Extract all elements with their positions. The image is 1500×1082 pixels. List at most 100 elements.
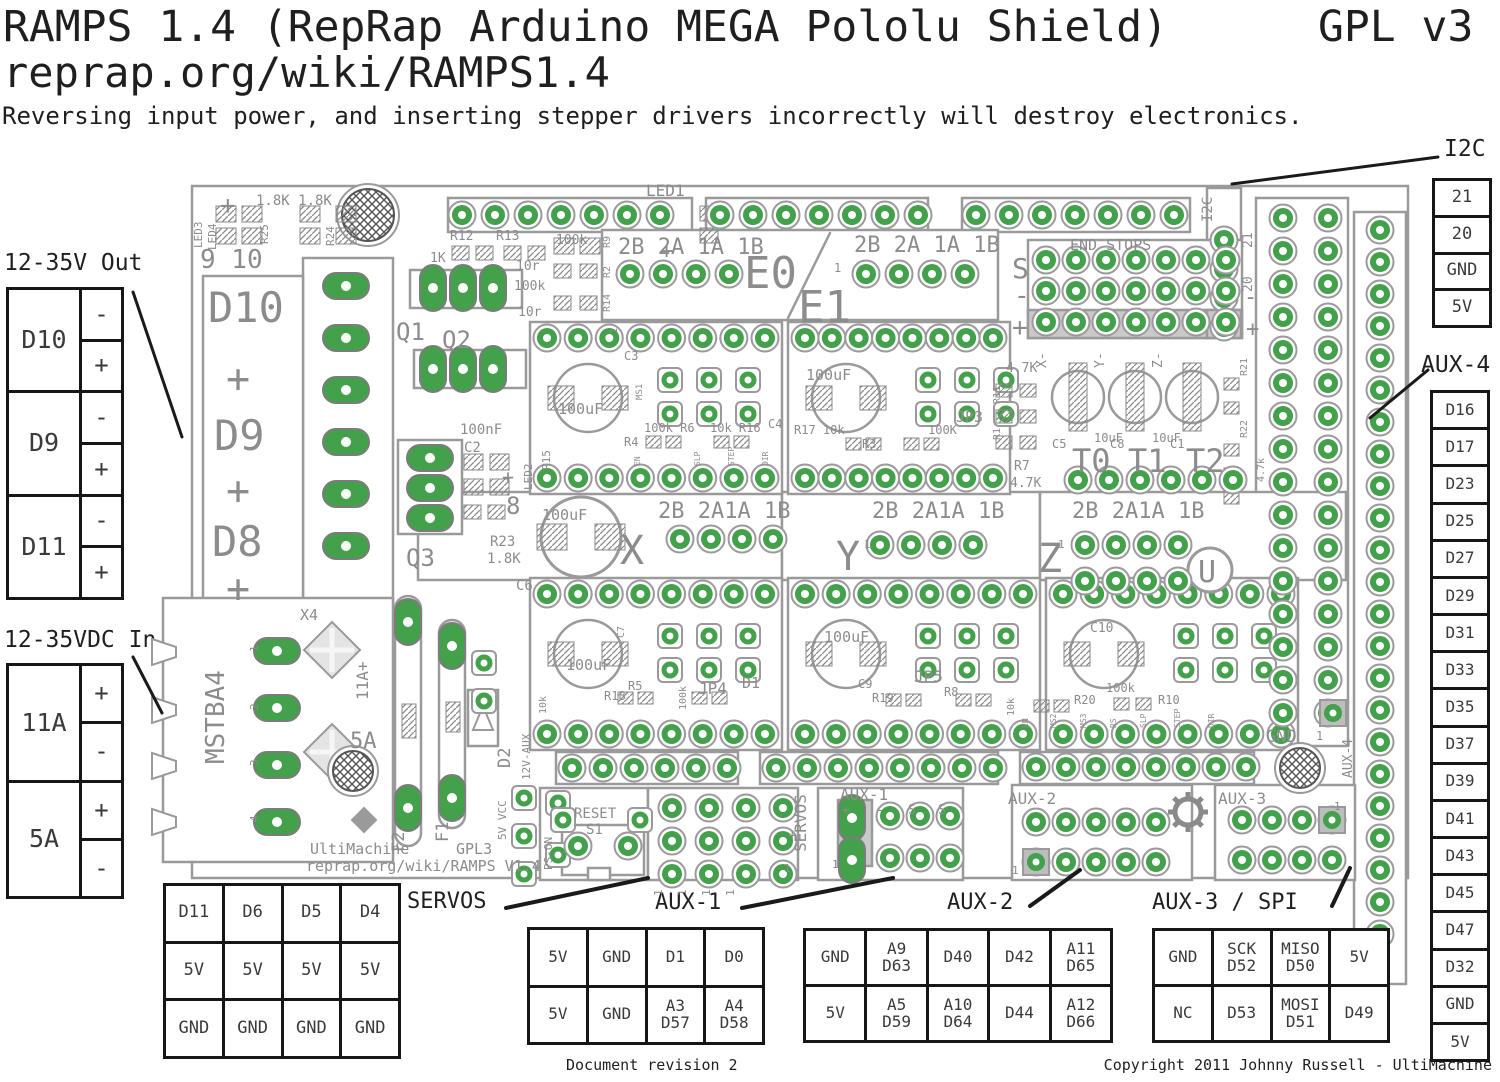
- pcb-pad: [925, 730, 934, 738]
- pcb-pad: [916, 812, 924, 820]
- pcb-pad: [1143, 541, 1151, 549]
- pcb-pad: [447, 641, 457, 651]
- silkscreen-label: R24: [324, 226, 337, 246]
- silkscreen-label: E1: [798, 282, 851, 333]
- pcb-pad: [458, 211, 466, 219]
- silkscreen-label: R14: [602, 294, 613, 312]
- silkscreen-label: 1: [1334, 800, 1341, 813]
- smd-component: [1053, 699, 1070, 713]
- silkscreen-label: 100k: [678, 686, 689, 710]
- silkscreen-label: 100K: [928, 423, 958, 437]
- silkscreen-label: 20: [1241, 276, 1256, 292]
- silkscreen-label: Y: [836, 534, 860, 580]
- silkscreen-label: 1.8K 1.8K: [256, 193, 332, 209]
- silkscreen-label: DIR: [1207, 713, 1216, 728]
- aux4-table: D16 D17 D23 D25 D27 D29 D31 D33 D35 D37 …: [1430, 390, 1490, 1062]
- pcb-pad: [847, 855, 857, 865]
- pin-cell: A4 D58: [706, 987, 762, 1042]
- pcb-pad: [779, 804, 787, 812]
- pin-cell: D6: [224, 886, 281, 941]
- pcb-pad: [863, 730, 872, 738]
- pin-cell: D44: [990, 987, 1049, 1040]
- silkscreen-label: Z: [1038, 536, 1062, 582]
- pointer-line: [504, 876, 650, 910]
- power-in-label: 12-35VDC In: [4, 627, 157, 653]
- aux4-label: AUX-4: [1421, 352, 1491, 378]
- pcb-pad: [447, 793, 457, 803]
- pcb-pad: [543, 334, 551, 342]
- pcb-pad: [1324, 511, 1332, 519]
- pcb-pad: [1376, 354, 1384, 362]
- silkscreen-label: 10uF: [1094, 431, 1123, 445]
- pin-cell: +: [82, 445, 121, 494]
- pcb-pad: [963, 666, 971, 674]
- silkscreen-label: EN: [1021, 718, 1030, 728]
- pin-cell: 5V: [283, 943, 340, 999]
- silkscreen-label: R7: [1014, 459, 1030, 474]
- smd-component: [451, 245, 470, 261]
- smd-component: [503, 245, 522, 261]
- pcb-pad: [605, 590, 614, 598]
- smd-component: [995, 383, 1013, 398]
- pcb-pad: [1152, 858, 1160, 866]
- silkscreen-label: 1: [609, 328, 620, 334]
- silkscreen-label: DIR: [761, 451, 770, 466]
- smd-component: [1182, 362, 1202, 432]
- pcb-pad: [956, 730, 965, 738]
- pcb-pad: [520, 832, 528, 840]
- silkscreen-label: X4: [300, 606, 318, 624]
- pin-cell: A5 D59: [867, 987, 926, 1040]
- revision-text: Document revision 2: [566, 1056, 738, 1074]
- silkscreen-label: MS1: [635, 384, 645, 400]
- pcb-pad: [698, 334, 707, 342]
- aux3-table: GND SCK D52 MISO D50 5V NC D53 MOSI D51 …: [1152, 928, 1390, 1043]
- pin-cell: D29: [1433, 578, 1487, 613]
- pcb-pad: [1328, 816, 1336, 824]
- power-out-table: D10 - + D9 - + D11 - +: [6, 287, 124, 600]
- pcb-pad: [656, 211, 664, 219]
- smd-component: [299, 205, 321, 223]
- pcb-pad: [1090, 730, 1099, 738]
- diode-symbol: [471, 703, 495, 731]
- silkscreen-label: 10uF: [1152, 431, 1181, 445]
- silkscreen-label: 1.8K: [487, 551, 521, 567]
- pcb-pad: [1102, 318, 1110, 326]
- smd-component: [637, 691, 654, 705]
- pcb-pad: [403, 803, 413, 813]
- pin-cell: +: [82, 666, 121, 722]
- pcb-pad: [1102, 287, 1110, 295]
- silkscreen-label: 1: [700, 889, 713, 896]
- pcb-pad: [1222, 256, 1230, 264]
- pcb-pad: [1174, 577, 1182, 585]
- pointer-line: [1330, 866, 1352, 908]
- pcb-pad: [1324, 313, 1332, 321]
- pcb-pad: [1329, 709, 1337, 717]
- pcb-pad: [668, 837, 676, 845]
- pointer-line: [1368, 368, 1430, 420]
- silkscreen-label: S: [938, 803, 946, 818]
- pcb-pad: [636, 816, 644, 824]
- pcb-pad: [1214, 730, 1223, 738]
- pcb-pad: [1324, 577, 1332, 585]
- pcb-pad: [827, 474, 836, 482]
- silkscreen-label: reprap.org/wiki/RAMPS V1.4: [306, 857, 541, 875]
- pcb-pad: [1132, 318, 1140, 326]
- board-outline-box: [201, 274, 305, 606]
- pcb-pad: [1279, 445, 1287, 453]
- pcb-pad: [1112, 541, 1120, 549]
- smd-component: [905, 693, 922, 707]
- pcb-pad: [769, 535, 777, 543]
- smd-component: [601, 385, 629, 411]
- pcb-pad: [1143, 577, 1151, 585]
- pcb-pad: [894, 730, 903, 738]
- silkscreen-label: R2: [602, 266, 613, 278]
- pcb-pad: [963, 376, 971, 384]
- silkscreen-label: 10r: [518, 305, 542, 320]
- pin-cell: MISO D50: [1272, 931, 1329, 984]
- smd-component: [1019, 383, 1037, 398]
- pcb-pad: [782, 211, 790, 219]
- pcb-pad: [1324, 478, 1332, 486]
- smd-component: [1019, 435, 1037, 450]
- pcb-pad: [520, 870, 528, 878]
- silkscreen-label: R25: [258, 224, 271, 244]
